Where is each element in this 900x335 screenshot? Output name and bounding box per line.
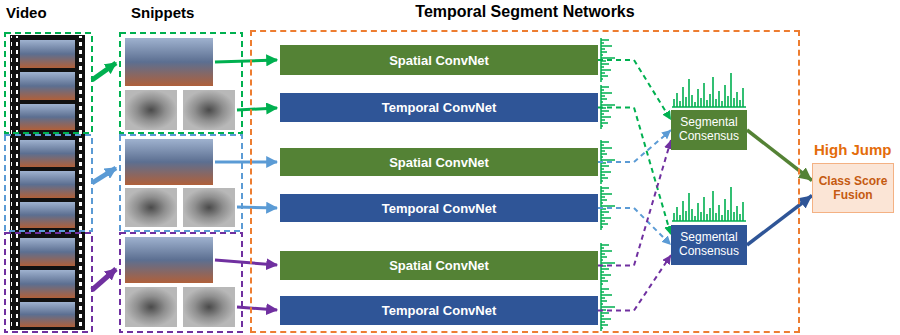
film-holes: [77, 36, 84, 329]
segment-box: [5, 33, 92, 133]
node-text: Spatial ConvNet: [389, 53, 489, 68]
input-arrow: [237, 207, 277, 208]
consensus-histogram: [672, 73, 746, 107]
container-heading: Temporal Segment Networks: [252, 3, 798, 21]
node-text: Temporal ConvNet: [382, 100, 497, 115]
node-text: Class Score Fusion: [817, 174, 889, 203]
node-text: Segmental Consensus: [675, 116, 743, 144]
node-text: Spatial ConvNet: [389, 258, 489, 273]
temporal-convnet-box: Temporal ConvNet: [280, 93, 598, 122]
video-frame: [20, 171, 75, 198]
connector-arrow: [598, 130, 671, 162]
rgb-image: [125, 38, 213, 86]
temporal-convnet-box: Temporal ConvNet: [280, 194, 598, 222]
flow-image: [183, 287, 235, 327]
rgb-image: [125, 237, 213, 283]
fusion-box: Class Score Fusion: [812, 163, 894, 213]
snippet-box: [120, 33, 242, 133]
video-frame: [20, 72, 75, 100]
network-container: Temporal Segment NetworksSpatial ConvNet…: [250, 30, 800, 333]
input-arrow: [237, 307, 277, 310]
video-frame: [20, 104, 75, 130]
node-text: Temporal ConvNet: [382, 303, 497, 318]
connector-arrow: [747, 130, 812, 181]
connector-arrow: [598, 255, 671, 311]
film-holes: [11, 36, 18, 329]
snippet-box: [120, 135, 242, 231]
consensus-box: Segmental Consensus: [671, 110, 747, 150]
column-heading: Snippets: [131, 4, 194, 21]
flow-image: [125, 188, 177, 227]
spatial-convnet-box: Spatial ConvNet: [280, 45, 598, 75]
sample-arrow: [92, 63, 116, 80]
node-text: Segmental Consensus: [675, 231, 743, 259]
flow-image: [183, 90, 235, 130]
input-arrow: [237, 108, 277, 110]
connector-arrow: [598, 140, 671, 266]
video-frame: [20, 238, 75, 266]
video-frame: [20, 202, 75, 228]
node-text: Spatial ConvNet: [389, 155, 489, 170]
video-frame: [20, 270, 75, 298]
flow-image: [183, 188, 235, 227]
video-frame: [20, 40, 75, 68]
connector-arrow: [747, 196, 812, 246]
input-arrow: [215, 161, 277, 164]
flow-image: [125, 90, 177, 130]
video-frame: [20, 302, 75, 327]
class-label: High Jump: [814, 141, 892, 158]
segment-box: [5, 233, 92, 332]
rgb-image: [125, 139, 213, 185]
input-arrow: [215, 60, 277, 62]
node-text: Temporal ConvNet: [382, 201, 497, 216]
segment-box: [5, 135, 92, 231]
video-frame: [20, 140, 75, 167]
snippet-box: [120, 233, 242, 332]
input-arrow: [215, 260, 277, 265]
spatial-convnet-box: Spatial ConvNet: [280, 148, 598, 176]
temporal-convnet-box: Temporal ConvNet: [280, 296, 598, 325]
column-heading: Video: [6, 4, 47, 21]
flow-image: [125, 287, 177, 327]
connector-arrow: [598, 108, 671, 236]
consensus-box: Segmental Consensus: [671, 225, 747, 265]
spatial-convnet-box: Spatial ConvNet: [280, 251, 598, 280]
connector-arrow: [598, 208, 671, 245]
film-strip: [10, 35, 85, 330]
consensus-histogram: [672, 187, 746, 221]
score-histogram: [601, 287, 615, 331]
sample-arrow: [92, 269, 116, 290]
sample-arrow: [92, 168, 116, 183]
